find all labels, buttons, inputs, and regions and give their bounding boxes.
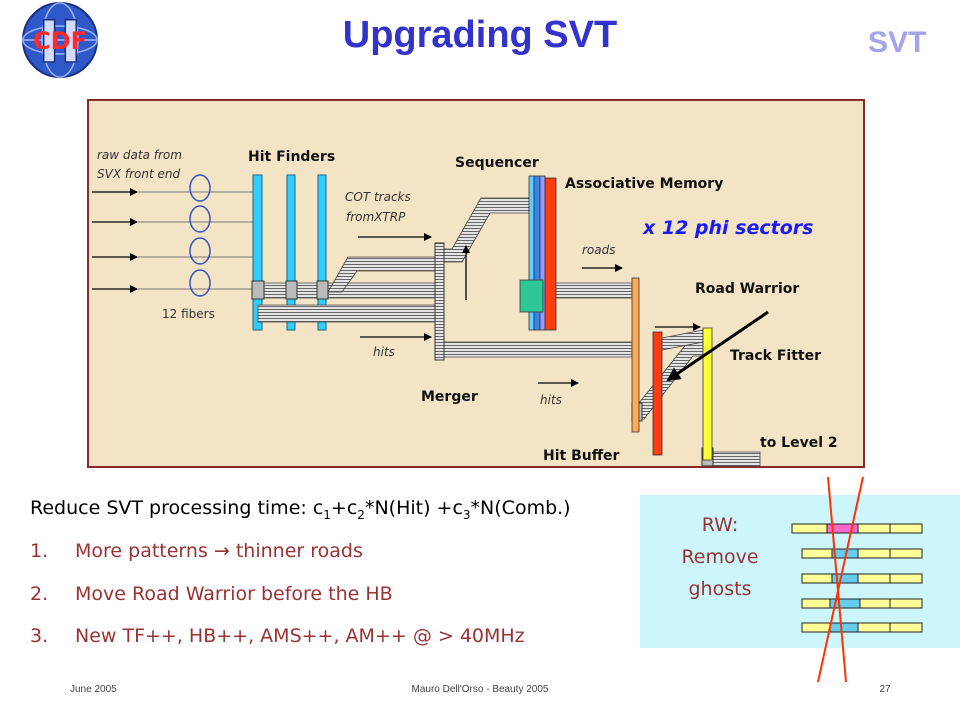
fiber-oval (189, 269, 211, 297)
road-warrior-pointer-arrow (666, 310, 769, 382)
roads-label: roads (582, 243, 616, 257)
track-fitter-bar (702, 327, 713, 461)
associative-memory-label: Associative Memory (565, 176, 723, 192)
fiber-oval (189, 174, 211, 202)
diagram-box (87, 99, 865, 468)
hits-label-upper: hits (373, 345, 395, 359)
hit-finder-boards (252, 174, 327, 331)
sequencer-boards (519, 175, 557, 331)
fiber-ovals (189, 174, 211, 297)
cable-ribbon (443, 341, 633, 358)
raw-data-label: raw data from (97, 148, 182, 162)
list-item-text: More patterns → thinner roads (75, 540, 363, 562)
cot-tracks-label: fromXTRP (346, 210, 406, 224)
connector (316, 280, 329, 300)
formula-part: *N(Comb.) (470, 497, 571, 519)
processing-time-formula: Reduce SVT processing time: c1+c2*N(Hit)… (30, 497, 571, 522)
hit-buffer-label: Hit Buffer (543, 448, 620, 464)
cable-ribbon (711, 451, 761, 467)
fiber-oval (189, 237, 211, 265)
list-item-text: Move Road Warrior before the HB (75, 583, 393, 605)
rw-caption-line: ghosts (688, 578, 752, 600)
merger-label: Merger (421, 389, 478, 405)
fiber-oval (189, 205, 211, 233)
rw-caption: RW: Remove ghosts (665, 509, 775, 605)
formula-subscript: 3 (462, 507, 471, 522)
associative-memory-bar (544, 177, 557, 331)
connector (285, 280, 298, 300)
road-row (801, 548, 923, 559)
green-block (519, 279, 544, 313)
hit-finders-label: Hit Finders (248, 149, 335, 165)
footer-page-number: 27 (879, 684, 891, 695)
footer-author: Mauro Dell'Orso - Beauty 2005 (411, 684, 549, 695)
hit-finder-bar (286, 174, 296, 331)
list-item-text: New TF++, HB++, AMS++, AM++ @ > 40MHz (75, 625, 525, 647)
cable-ribbon (257, 304, 437, 323)
logo-numeral: II (38, 8, 81, 76)
list-item-number: 1. (30, 540, 49, 562)
formula-part: c (312, 497, 324, 519)
track-fitter-label: Track Fitter (730, 348, 821, 364)
formula-part: +c (330, 497, 358, 519)
track-line (827, 476, 847, 683)
road-row (801, 573, 923, 584)
connector (251, 280, 265, 300)
track-line (817, 476, 864, 683)
to-level2-label: to Level 2 (760, 435, 838, 451)
hit-finder-bar (252, 174, 263, 331)
rw-caption-line: Remove (681, 546, 759, 568)
hit-finder-bar (317, 174, 327, 331)
raw-data-label: SVX front end (97, 167, 180, 181)
list-item: 3. New TF++, HB++, AMS++, AM++ @ > 40MHz (30, 625, 525, 647)
input-arrows (92, 188, 138, 293)
sequencer-label: Sequencer (455, 155, 539, 171)
fiber-lines (138, 191, 253, 290)
formula-intro: Reduce SVT processing time: (30, 497, 313, 519)
road-rows (791, 523, 923, 633)
formula-subscript: 2 (357, 507, 365, 522)
hits-label-lower: hits (540, 393, 562, 407)
road-row (801, 622, 923, 633)
slide-title: Upgrading SVT (342, 14, 618, 56)
track-lines (817, 476, 864, 683)
footer-date: June 2005 (70, 684, 117, 695)
cot-tracks-label: COT tracks (345, 190, 411, 204)
list-item: 2. Move Road Warrior before the HB (30, 583, 393, 605)
phi-sectors-label: x 12 phi sectors (642, 217, 813, 239)
rw-caption-line: RW: (701, 514, 739, 536)
merger-column (434, 242, 445, 361)
fibers-label: 12 fibers (162, 307, 215, 321)
list-item-number: 2. (30, 583, 49, 605)
road-row (801, 598, 923, 609)
hit-buffer-bar (631, 277, 640, 433)
section-label: SVT (868, 26, 927, 59)
formula-part: *N(Hit) +c (364, 497, 463, 519)
logo-text: CDF (33, 27, 87, 55)
cable-ribbon (554, 282, 633, 299)
list-item-number: 3. (30, 625, 49, 647)
road-warrior-bar (652, 331, 663, 456)
road-warrior-label: Road Warrior (695, 281, 799, 297)
flow-arrows (358, 233, 701, 387)
list-item: 1. More patterns → thinner roads (30, 540, 363, 562)
cdf-logo: II CDF (22, 2, 98, 78)
formula-subscript: 1 (323, 507, 331, 522)
road-row (791, 523, 923, 534)
